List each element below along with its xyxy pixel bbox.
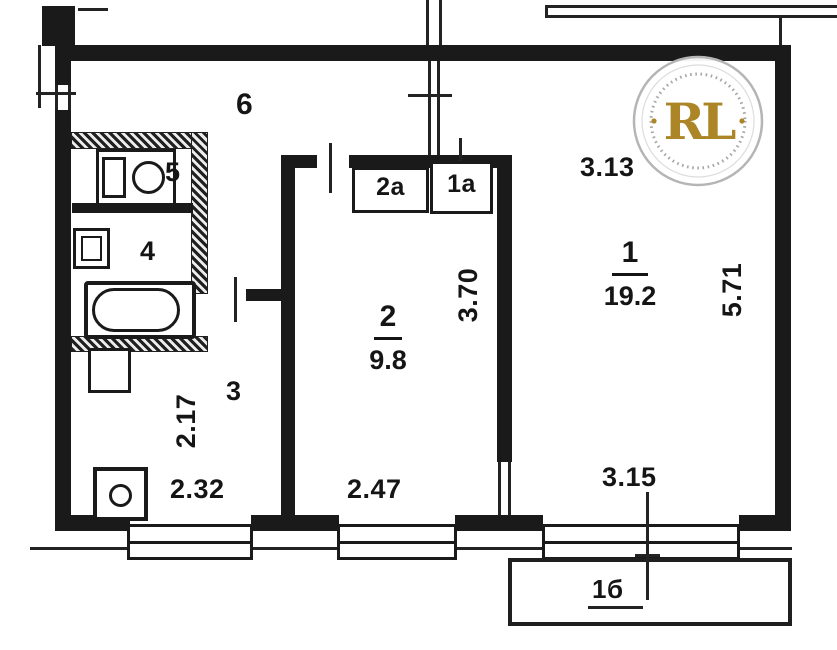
window bbox=[127, 524, 253, 560]
wall-corridor bbox=[246, 289, 281, 301]
stair-line bbox=[78, 8, 108, 11]
logo-outer-ring bbox=[632, 55, 764, 187]
dim-room1-top: 3.13 bbox=[580, 152, 635, 182]
door-tick-hall bbox=[408, 94, 452, 97]
closet-divider-line bbox=[437, 60, 440, 168]
room2-number: 2 bbox=[379, 300, 397, 333]
window-sash-line bbox=[544, 541, 738, 544]
building-edge-line bbox=[545, 15, 837, 18]
wall-outer-left bbox=[55, 110, 71, 531]
dim-line-vertical bbox=[646, 492, 649, 600]
closet-2a-label: 2а bbox=[376, 173, 405, 201]
closet-divider-line bbox=[428, 60, 431, 168]
window bbox=[337, 524, 457, 560]
wall-wc-top bbox=[71, 132, 208, 149]
room1-number: 1 bbox=[621, 236, 639, 269]
room1-area: 19.2 bbox=[603, 281, 657, 311]
dim-room2-width: 2.47 bbox=[347, 474, 402, 504]
wall-outer-bottom bbox=[251, 515, 339, 531]
entry-door-jamb bbox=[55, 85, 58, 110]
balcony-label: 1б bbox=[592, 574, 624, 604]
entry-wall-line bbox=[38, 45, 41, 108]
door-tick-bath bbox=[234, 277, 237, 322]
room2-label-group: 2 9.8 bbox=[352, 300, 424, 376]
door-tick-entry bbox=[36, 92, 76, 95]
sink-basin-symbol bbox=[81, 236, 102, 261]
room-label-4: 4 bbox=[140, 236, 156, 266]
room-label-5: 5 bbox=[165, 157, 181, 187]
balcony-dim-bar bbox=[588, 606, 643, 609]
room2-area: 9.8 bbox=[369, 345, 407, 375]
door-opening-line bbox=[508, 461, 511, 517]
room2-fraction-bar bbox=[374, 337, 402, 340]
logo-dot-left bbox=[651, 118, 657, 124]
window-sash-line bbox=[339, 541, 455, 544]
watermark-logo: RL bbox=[632, 55, 764, 187]
stair-block bbox=[42, 6, 75, 46]
logo-inner-ring bbox=[641, 64, 755, 178]
door-opening-line bbox=[498, 461, 501, 517]
wall-outer-right bbox=[775, 45, 791, 531]
toilet-bowl-symbol bbox=[132, 161, 165, 194]
wall-stub-line bbox=[439, 0, 442, 46]
dim-line-tick bbox=[635, 554, 660, 557]
wall-outer-left bbox=[55, 45, 71, 85]
wall-room1-left bbox=[497, 155, 512, 462]
room-label-3: 3 bbox=[226, 376, 242, 406]
wall-room2-left bbox=[281, 155, 295, 525]
closet-2a-box bbox=[352, 167, 429, 213]
wall-wc-right bbox=[191, 132, 208, 294]
building-edge-line bbox=[779, 15, 782, 47]
dim-room2-height: 3.70 bbox=[452, 267, 483, 323]
room-label-6: 6 bbox=[236, 88, 254, 121]
door-tick-room2 bbox=[329, 143, 332, 193]
closet-1a-box bbox=[430, 161, 493, 214]
building-edge-line bbox=[545, 5, 548, 18]
closet-1a-label: 1а bbox=[447, 170, 476, 198]
entry-door-jamb bbox=[68, 85, 71, 110]
washer-symbol bbox=[93, 467, 148, 521]
dim-corridor-height: 2.17 bbox=[170, 393, 201, 449]
wall-wc-bath-divider bbox=[72, 203, 193, 213]
dim-room1-right: 5.71 bbox=[716, 262, 747, 318]
wall-outer-top bbox=[70, 45, 791, 61]
room1-label-group: 1 19.2 bbox=[592, 236, 668, 312]
logo-dot-right bbox=[739, 118, 745, 124]
wall-bath-bottom bbox=[71, 336, 208, 352]
wall-stub-line bbox=[426, 0, 429, 46]
washer-circle-symbol bbox=[109, 484, 132, 507]
building-edge-line bbox=[545, 5, 837, 8]
room1-fraction-bar bbox=[612, 273, 648, 276]
bathtub-basin-symbol bbox=[92, 288, 180, 332]
dim-room1-width: 3.15 bbox=[602, 462, 657, 492]
wall-outer-bottom bbox=[739, 515, 791, 531]
dim-corridor-width: 2.32 bbox=[170, 474, 225, 504]
cabinet-symbol bbox=[88, 348, 131, 393]
logo-microtext-ring bbox=[649, 72, 747, 170]
toilet-tank-symbol bbox=[102, 157, 126, 198]
wall-outer-bottom bbox=[455, 515, 543, 531]
logo-letters: RL bbox=[664, 92, 737, 151]
window-sash-line bbox=[129, 541, 251, 544]
balcony-outline bbox=[508, 558, 792, 626]
wall-room2-top bbox=[281, 155, 317, 168]
